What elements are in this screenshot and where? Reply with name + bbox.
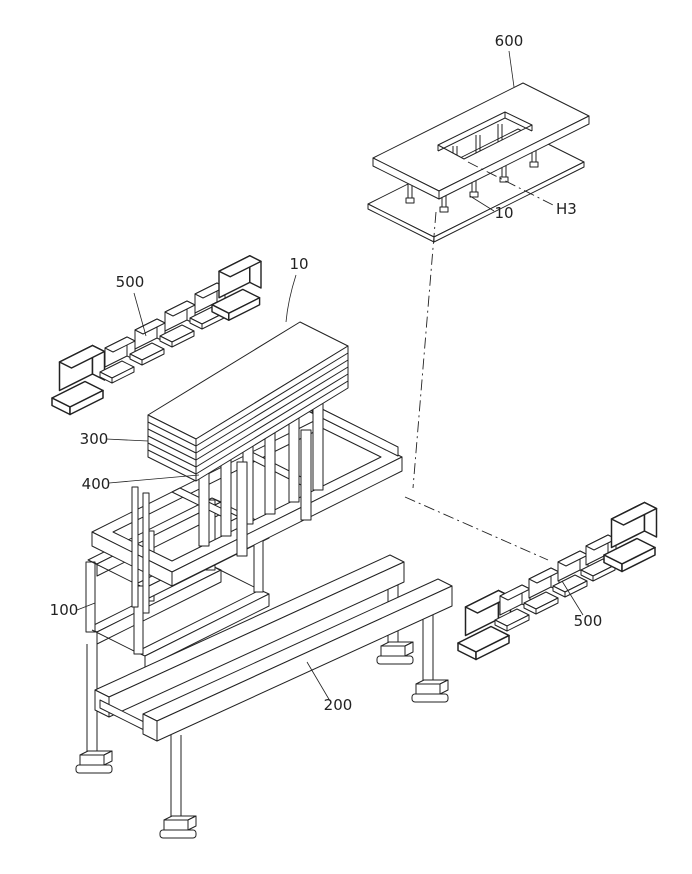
label-500-right: 500 <box>574 612 603 630</box>
label-h3: H3 <box>556 200 577 218</box>
right-clip-row <box>457 501 658 661</box>
label-500-left: 500 <box>116 273 145 291</box>
top-plate-assembly <box>367 82 590 243</box>
label-200: 200 <box>324 696 353 714</box>
cover-plate <box>372 82 590 200</box>
alignment-centerline-vertical <box>412 211 437 489</box>
leg <box>422 612 434 686</box>
transport-beam-front <box>99 578 453 839</box>
leader-100 <box>76 602 96 611</box>
leader-600 <box>508 50 515 88</box>
clip <box>159 300 196 348</box>
foot <box>376 641 414 665</box>
section-line-h3 <box>467 161 554 206</box>
label-10-top: 10 <box>494 204 513 222</box>
clip <box>211 255 262 321</box>
foot <box>159 815 197 839</box>
label-10-stack: 10 <box>289 255 308 273</box>
clip <box>51 344 106 416</box>
leader-300 <box>105 438 149 442</box>
leg <box>170 735 182 822</box>
foot <box>411 679 449 703</box>
clip <box>603 501 658 573</box>
reference-labels: 600 10 H3 500 10 300 400 100 200 500 <box>50 32 603 714</box>
foot <box>75 750 113 774</box>
leader-10-top <box>469 195 495 212</box>
label-100: 100 <box>50 601 79 619</box>
clip <box>99 336 136 384</box>
leader-500-right <box>561 580 584 616</box>
label-300: 300 <box>80 430 109 448</box>
leader-200 <box>306 661 331 702</box>
label-400: 400 <box>82 475 111 493</box>
vertical-columns <box>198 395 324 557</box>
plate-stack <box>147 321 349 482</box>
leader-10-stack <box>285 274 297 323</box>
label-600: 600 <box>495 32 524 50</box>
leader-500-left <box>133 292 147 337</box>
alignment-centerline-right <box>404 496 549 561</box>
leader-400 <box>108 474 200 484</box>
clip <box>129 318 166 366</box>
